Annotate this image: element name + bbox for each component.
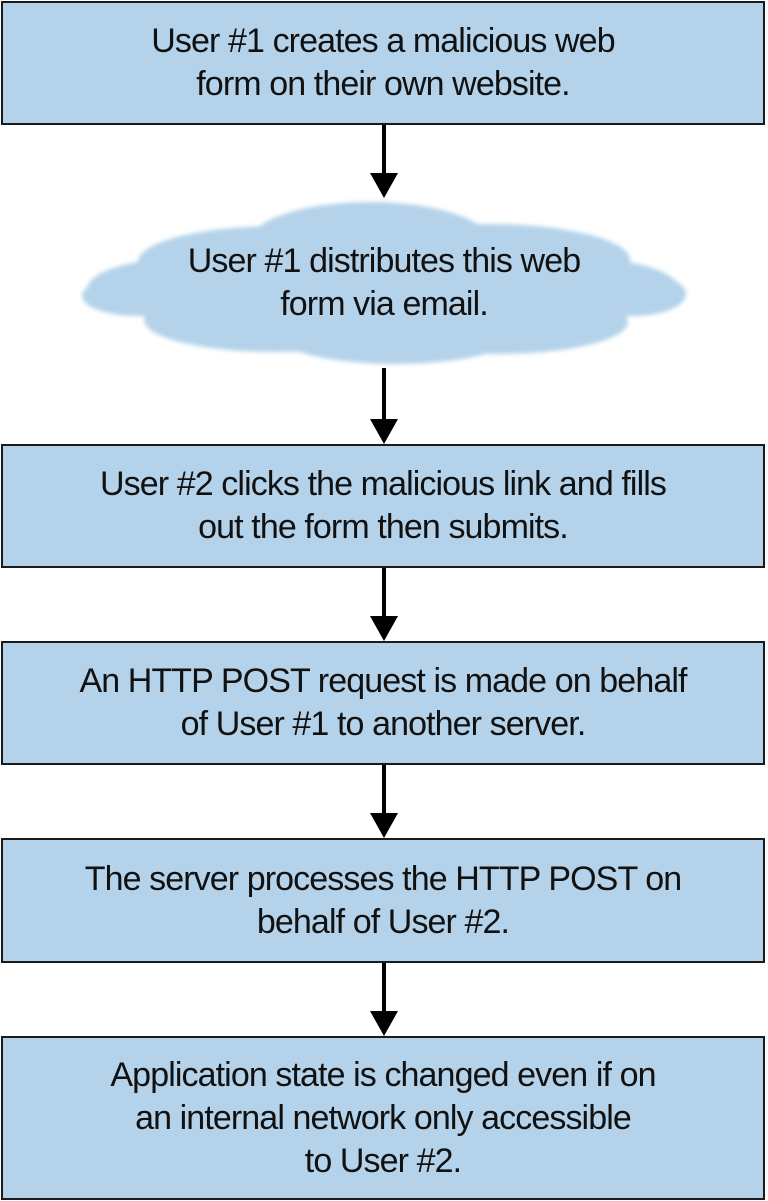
step-cloud-2: User #1 distributes this web form via em… bbox=[78, 196, 690, 370]
step-box-6: Application state is changed even if on … bbox=[1, 1036, 765, 1200]
down-arrow-icon bbox=[370, 765, 398, 838]
down-arrow-icon bbox=[370, 368, 398, 444]
step-box-5: The server processes the HTTP POST on be… bbox=[1, 838, 765, 963]
step-1-text: User #1 creates a malicious web form on … bbox=[151, 22, 615, 103]
step-2-text: User #1 distributes this web form via em… bbox=[187, 242, 581, 323]
step-box-3: User #2 clicks the malicious link and fi… bbox=[1, 444, 765, 568]
step-3-text: User #2 clicks the malicious link and fi… bbox=[100, 465, 667, 546]
cloud-shape bbox=[82, 202, 686, 364]
down-arrow-icon bbox=[370, 963, 398, 1036]
step-6-text: Application state is changed even if on … bbox=[110, 1055, 656, 1180]
step-box-1: User #1 creates a malicious web form on … bbox=[1, 1, 765, 125]
step-5-text: The server processes the HTTP POST on be… bbox=[84, 859, 682, 941]
step-4-text: An HTTP POST request is made on behalf o… bbox=[79, 662, 687, 743]
step-box-4: An HTTP POST request is made on behalf o… bbox=[1, 641, 765, 765]
down-arrow-icon bbox=[370, 568, 398, 641]
down-arrow-icon bbox=[370, 125, 398, 198]
cloud-label-wrap: User #1 distributes this web form via em… bbox=[78, 196, 690, 370]
